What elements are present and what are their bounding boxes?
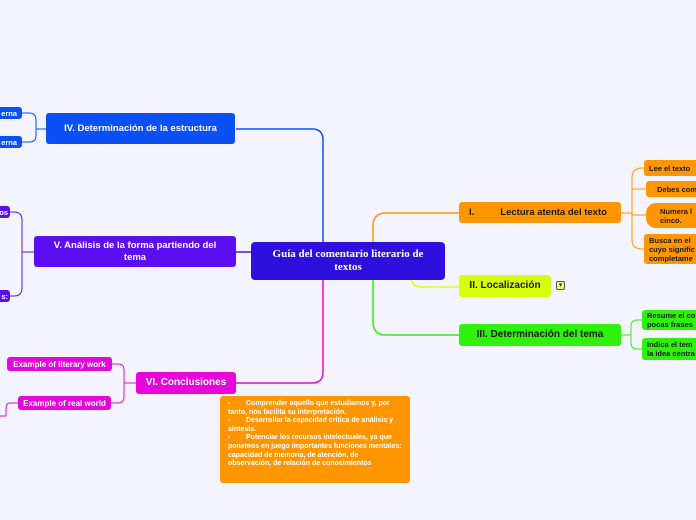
topic-forma-label: V. Análisis de la forma partiendo del te… xyxy=(53,239,217,263)
link-central-conclusiones xyxy=(236,280,324,384)
subtopic-tema-1[interactable]: Resume el co pocas frases xyxy=(642,310,696,330)
link-central-estructura xyxy=(236,128,324,242)
topic-localizacion-label: II. Localización xyxy=(469,280,541,291)
subtopic-label: Indica el tem la idea centra xyxy=(647,340,695,358)
subtopic-conclusiones-2[interactable]: Example of real world xyxy=(18,396,111,410)
link-tema-children xyxy=(621,319,642,350)
link-real-world-tail xyxy=(0,402,18,417)
conclusiones-note-box[interactable]: -Comprender aquello que estudiamos y, po… xyxy=(220,396,410,483)
subtopic-label: s: xyxy=(1,291,8,301)
subtopic-label: Numera l cinco. xyxy=(660,206,693,225)
note-item-3: -Potenciar los recursos intelectuales, y… xyxy=(228,434,402,468)
subtopic-lectura-2[interactable]: Debes com xyxy=(646,181,696,197)
topic-localizacion[interactable]: II. Localización xyxy=(459,275,551,297)
note-item-2: -Desarrollar la capacidad crítica de aná… xyxy=(228,417,394,433)
topic-estructura-label: IV. Determinación de la estructura xyxy=(64,122,217,134)
topic-conclusiones[interactable]: VI. Conclusiones xyxy=(136,372,236,394)
subtopic-label: erna xyxy=(1,137,17,147)
topic-lectura-number: I. xyxy=(469,206,475,218)
topic-tema[interactable]: III. Determinación del tema xyxy=(459,324,621,346)
subtopic-forma-2[interactable]: s: xyxy=(0,290,10,302)
subtopic-conclusiones-1[interactable]: Example of literary work xyxy=(7,357,112,371)
link-central-localizacion xyxy=(411,279,459,288)
subtopic-label: Example of real world xyxy=(23,398,106,408)
subtopic-lectura-3[interactable]: Numera l cinco. xyxy=(646,203,696,228)
subtopic-label: erna xyxy=(1,108,17,118)
topic-lectura-label: Lectura atenta del texto xyxy=(500,206,607,218)
subtopic-lectura-1[interactable]: Lee el texto xyxy=(644,160,696,176)
link-central-lectura xyxy=(372,212,459,242)
subtopic-label: Resume el co pocas frases xyxy=(647,311,696,329)
subtopic-forma-1[interactable]: os xyxy=(0,206,10,218)
link-estructura-children xyxy=(22,112,46,143)
central-topic[interactable]: Guía del comentario literario de textos xyxy=(251,242,445,280)
link-forma-children xyxy=(10,211,34,297)
central-topic-label: Guía del comentario literario de textos xyxy=(272,248,424,273)
subtopic-tema-2[interactable]: Indica el tem la idea centra xyxy=(642,338,696,360)
subtopic-label: os xyxy=(0,207,8,217)
link-lectura-children xyxy=(621,167,646,250)
link-central-tema xyxy=(372,280,459,336)
subtopic-label: Busca en el cuyo signific completame xyxy=(649,235,695,263)
topic-lectura[interactable]: I. Lectura atenta del texto xyxy=(459,202,621,223)
subtopic-label: Example of literary work xyxy=(13,359,106,369)
subtopic-lectura-4[interactable]: Busca en el cuyo signific completame xyxy=(644,234,696,264)
topic-estructura[interactable]: IV. Determinación de la estructura xyxy=(46,113,235,144)
topic-forma[interactable]: V. Análisis de la forma partiendo del te… xyxy=(34,236,236,267)
note-item-1: -Comprender aquello que estudiamos y, po… xyxy=(228,400,390,416)
topic-tema-label: III. Determinación del tema xyxy=(476,329,604,340)
subtopic-label: Lee el texto xyxy=(649,163,691,173)
subtopic-estructura-1[interactable]: erna xyxy=(0,107,22,119)
topic-conclusiones-label: VI. Conclusiones xyxy=(145,377,227,388)
subtopic-estructura-2[interactable]: erna xyxy=(0,136,22,148)
note-icon[interactable]: ▾ xyxy=(556,281,565,290)
link-conclusiones-children xyxy=(111,363,136,404)
subtopic-label: Debes com xyxy=(657,184,696,194)
